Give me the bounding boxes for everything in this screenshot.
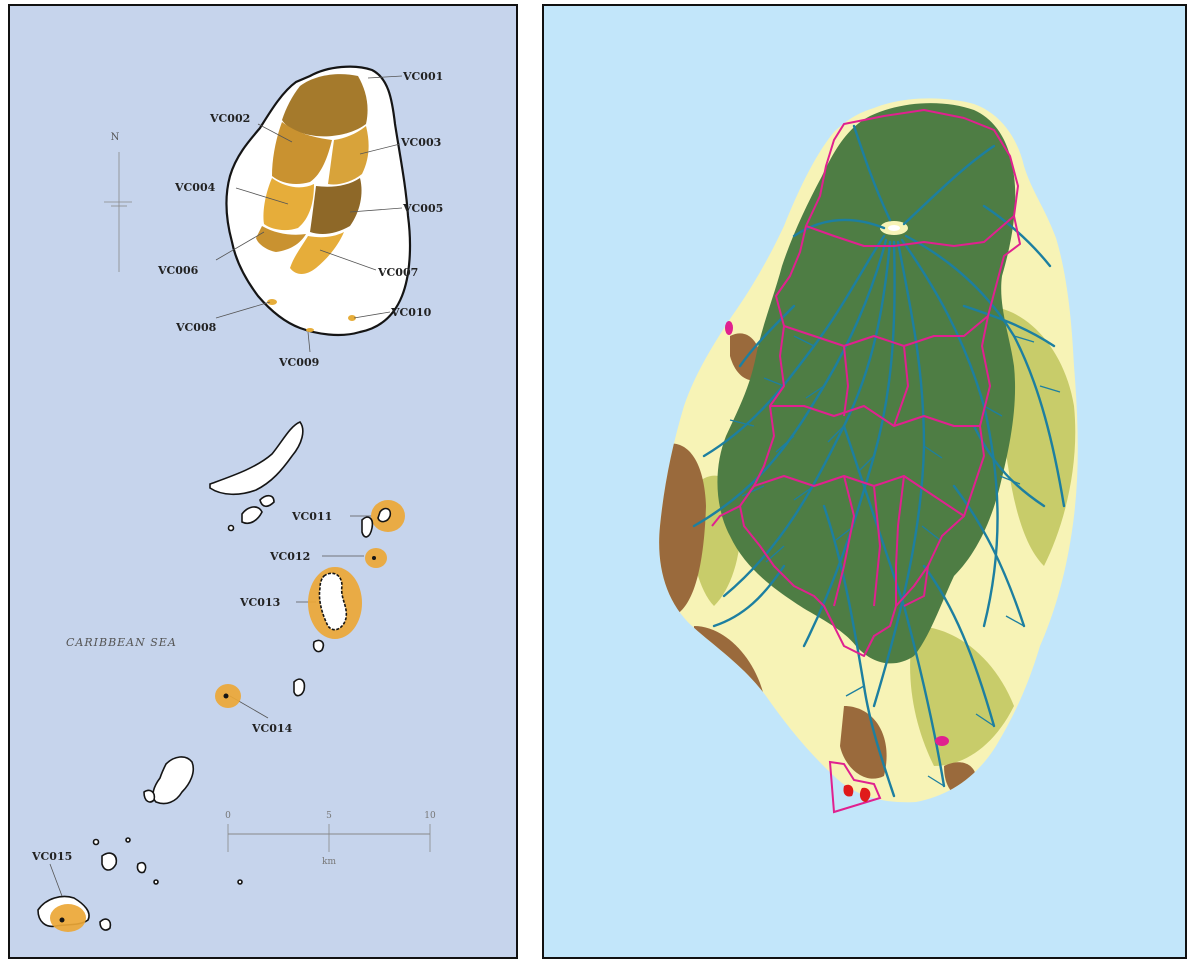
- zone-vc007: [290, 232, 344, 274]
- north-arrow: N: [104, 132, 132, 272]
- right-map-panel: [542, 4, 1187, 959]
- label-vc001: VC001: [402, 70, 443, 83]
- main-island: [225, 65, 412, 337]
- label-vc013: VC013: [239, 596, 280, 609]
- zone-vc009: [306, 328, 314, 332]
- label-vc008: VC008: [175, 321, 217, 334]
- left-map-svg: N: [31, 65, 443, 932]
- label-vc014: VC014: [251, 722, 293, 735]
- zone-vc010: [348, 315, 356, 321]
- river-tributaries: [729, 335, 1061, 787]
- zone-vc004: [263, 178, 314, 231]
- scale-bar: 0 5 10 km: [225, 811, 436, 867]
- label-vc009: VC009: [278, 356, 319, 369]
- zone-vc005: [310, 178, 362, 234]
- zone-vc006: [256, 226, 306, 252]
- marine-protected-zone: [828, 760, 882, 814]
- area-labels: VC001 VC002 VC003 VC004 VC005 VC006 VC00…: [31, 70, 443, 863]
- left-map-panel: N: [8, 4, 518, 959]
- label-vc002: VC002: [209, 112, 250, 125]
- leader-lines: [49, 75, 403, 897]
- scale-tick-5: 5: [326, 811, 332, 821]
- right-map-svg: [659, 98, 1078, 814]
- label-vc015: VC015: [31, 850, 72, 863]
- forest-cover: [717, 103, 1016, 664]
- sea-label: CARIBBEAN SEA: [66, 636, 177, 649]
- zone-vc001: [282, 74, 368, 137]
- label-vc011: VC011: [291, 510, 332, 523]
- label-vc012: VC012: [269, 550, 310, 563]
- grenadine-islands: [37, 421, 405, 932]
- label-vc010: VC010: [390, 306, 432, 319]
- zone-vc003: [328, 126, 369, 185]
- scale-unit: km: [322, 857, 336, 867]
- scale-tick-0: 0: [225, 811, 231, 821]
- label-vc005: VC005: [402, 202, 443, 215]
- label-vc004: VC004: [174, 181, 216, 194]
- label-vc003: VC003: [400, 136, 441, 149]
- label-vc007: VC007: [377, 266, 418, 279]
- zone-vc002: [272, 122, 332, 184]
- label-vc006: VC006: [157, 264, 199, 277]
- north-label: N: [111, 132, 120, 143]
- marine-features: [725, 321, 949, 814]
- watershed-boundaries: [711, 109, 1021, 657]
- zone-vc008: [267, 299, 277, 305]
- scale-tick-10: 10: [424, 811, 436, 821]
